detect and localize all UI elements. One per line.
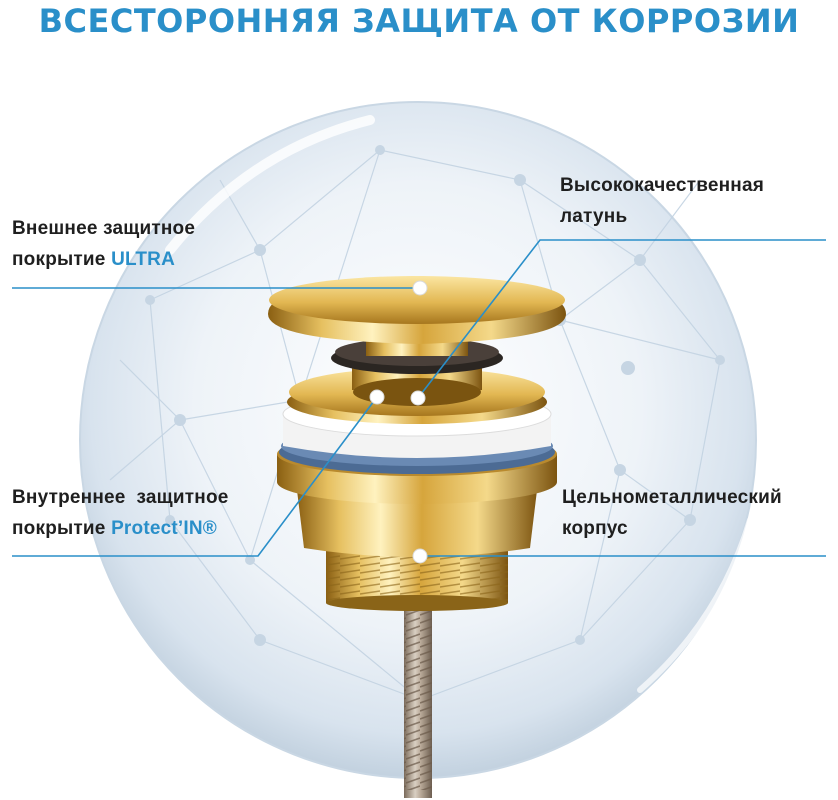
callout-brass-line1: Высококачественная [560, 175, 765, 196]
callout-line-inner [12, 396, 378, 557]
callout-line-brass [417, 239, 826, 399]
callout-inner-line2: покрытие [12, 518, 112, 539]
callout-outer-line1: Внешнее защитное [12, 218, 196, 239]
callout-body-line1: Цельнометаллический [562, 487, 782, 508]
callout-outer-accent: ULTRA [111, 249, 176, 270]
callout-brass-line2: латунь [560, 206, 628, 227]
callout-outer-coating: Внешнее защитное покрытие ULTRA [12, 213, 195, 275]
page-title: ВСЕСТОРОННЯЯ ЗАЩИТА ОТ КОРРОЗИИ [38, 2, 800, 40]
callout-body: Цельнометаллический корпус [562, 482, 782, 544]
callout-inner-line1: Внутреннее защитное [12, 487, 229, 508]
callout-body-line2: корпус [562, 518, 628, 539]
callout-lines [12, 239, 826, 557]
callout-dot-outer [412, 280, 428, 296]
callout-inner-coating: Внутреннее защитное покрытие Protect’IN® [12, 482, 229, 544]
callout-dot-inner [369, 389, 385, 405]
callout-dot-brass [410, 390, 426, 406]
callout-brass: Высококачественная латунь [560, 170, 764, 232]
callout-outer-line2: покрытие [12, 249, 112, 270]
callout-inner-accent: Protect’IN® [111, 518, 218, 539]
callout-dot-body [412, 548, 428, 564]
